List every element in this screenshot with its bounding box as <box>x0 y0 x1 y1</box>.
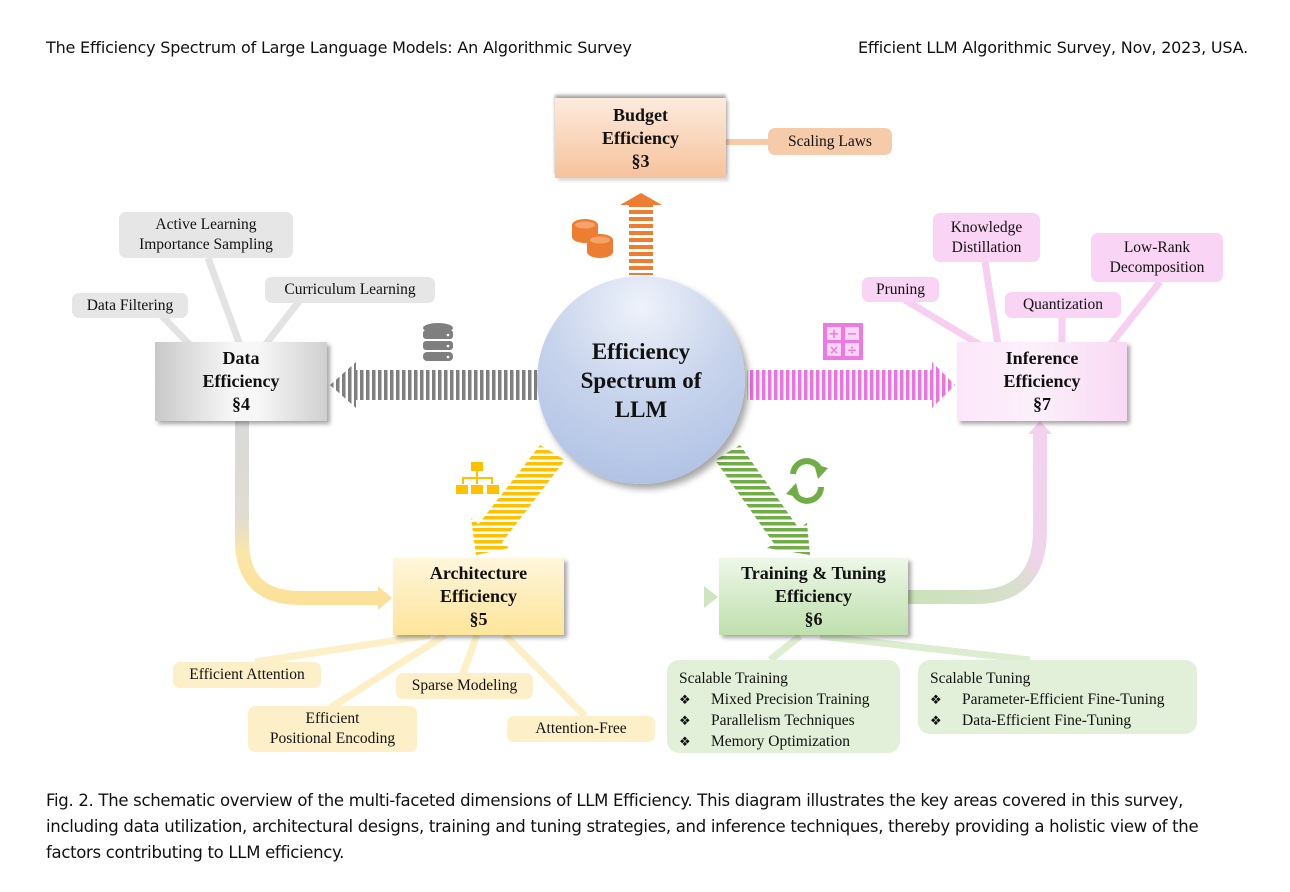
tag-label: Knowledge <box>950 218 1023 236</box>
node-section: §5 <box>469 609 488 629</box>
node-inference-efficiency[interactable]: Inference Efficiency §7 <box>957 342 1127 421</box>
tag-label: Efficient <box>305 710 360 727</box>
arrow-center-to-inference <box>747 362 955 408</box>
node-title: Efficiency <box>202 371 280 391</box>
tag-efficient-attention[interactable]: Efficient Attention <box>173 662 321 688</box>
hierarchy-icon <box>456 462 499 494</box>
tag-quantization[interactable]: Quantization <box>1005 292 1121 318</box>
node-budget-efficiency[interactable]: Budget Efficiency §3 <box>555 98 726 178</box>
tag-label: Attention-Free <box>535 720 627 737</box>
running-header-venue: Efficient LLM Algorithmic Survey, Nov, 2… <box>857 38 1248 57</box>
flow-arrowhead-training <box>704 586 718 608</box>
tag-label: Positional Encoding <box>269 730 396 747</box>
svg-text:+: + <box>829 327 840 342</box>
bullet-icon: ❖ <box>679 734 691 749</box>
node-architecture-efficiency[interactable]: Architecture Efficiency §5 <box>393 558 564 635</box>
tag-attention-free[interactable]: Attention-Free <box>507 716 655 742</box>
arrow-center-to-training <box>715 445 810 555</box>
tag-low-rank-decomposition[interactable]: Low-Rank Decomposition <box>1091 233 1223 282</box>
figure-caption: Fig. 2. The schematic overview of the mu… <box>46 791 1199 862</box>
node-title: Inference <box>1005 348 1079 368</box>
tag-curriculum-learning[interactable]: Curriculum Learning <box>265 277 435 303</box>
tag-label: Distillation <box>951 238 1022 256</box>
list-item-label: Parallelism Techniques <box>711 712 855 729</box>
node-training-tuning-efficiency[interactable]: Training & Tuning Efficiency §6 <box>719 558 908 635</box>
flow-arrow-training-to-inference <box>908 432 1047 604</box>
bullet-icon: ❖ <box>679 692 691 707</box>
node-section: §3 <box>631 150 650 171</box>
list-item[interactable]: ❖ Parallelism Techniques <box>679 710 888 731</box>
tag-scaling-laws[interactable]: Scaling Laws <box>768 128 892 155</box>
list-item-label: Mixed Precision Training <box>711 691 870 708</box>
svg-text:×: × <box>829 343 839 357</box>
tag-label: Curriculum Learning <box>284 281 416 298</box>
tag-label: Pruning <box>875 280 926 298</box>
database-icon <box>423 323 453 361</box>
tag-pruning[interactable]: Pruning <box>862 277 939 302</box>
architecture-tag-connectors <box>254 631 588 719</box>
arrow-center-to-architecture <box>471 445 565 555</box>
list-scalable-tuning: Scalable Tuning ❖ Parameter-Efficient Fin… <box>918 660 1197 734</box>
coins-icon <box>572 219 613 258</box>
calculator-icon: + − × ÷ <box>823 323 863 360</box>
tag-knowledge-distillation[interactable]: Knowledge Distillation <box>933 213 1040 262</box>
tag-label: Data Filtering <box>86 296 174 314</box>
bullet-icon: ❖ <box>930 713 942 728</box>
tag-efficient-positional-encoding[interactable]: Efficient Positional Encoding <box>248 706 417 752</box>
arrow-center-to-budget <box>620 193 662 275</box>
tag-data-filtering[interactable]: Data Filtering <box>72 293 188 318</box>
list-item[interactable]: ❖ Memory Optimization <box>679 731 888 752</box>
node-title: Efficiency <box>775 586 852 606</box>
data-tag-connectors <box>157 256 303 348</box>
tag-label: Low-Rank <box>1123 238 1191 256</box>
node-title: Efficiency <box>440 586 517 606</box>
node-title: Architecture <box>429 563 528 583</box>
tag-label: Scaling Laws <box>788 132 872 150</box>
list-item[interactable]: ❖ Parameter-Efficient Fine-Tuning <box>930 689 1185 710</box>
tag-label: Active Learning <box>155 216 257 233</box>
center-node-efficiency-spectrum[interactable]: Efficiency Spectrum of LLM <box>537 276 745 484</box>
inference-tag-connectors <box>903 261 1163 349</box>
running-header-title: The Efficiency Spectrum of Large Languag… <box>46 38 632 57</box>
list-item[interactable]: ❖ Mixed Precision Training <box>679 689 888 710</box>
node-title: Efficiency <box>602 127 679 148</box>
list-item[interactable]: ❖ Data-Efficient Fine-Tuning <box>930 710 1185 731</box>
flow-arrowhead-architecture <box>378 586 392 610</box>
tag-label: Importance Sampling <box>139 236 273 253</box>
tag-active-learning-importance-sampling[interactable]: Active Learning Importance Sampling <box>119 212 293 258</box>
center-node-line: LLM <box>614 396 668 422</box>
arrow-center-to-data <box>330 362 537 408</box>
center-node-line: Spectrum of <box>580 367 702 393</box>
flow-arrowhead-inference <box>1028 421 1052 434</box>
tag-sparse-modeling[interactable]: Sparse Modeling <box>396 673 533 699</box>
tag-label: Quantization <box>1022 296 1104 313</box>
tag-label: Efficient Attention <box>189 666 305 683</box>
bullet-icon: ❖ <box>679 713 691 728</box>
node-title: Budget <box>612 104 668 125</box>
flow-arrow-data-to-architecture <box>235 420 380 605</box>
list-item-label: Parameter-Efficient Fine-Tuning <box>962 691 1165 708</box>
list-title: Scalable Tuning <box>930 670 1031 687</box>
tag-label: Sparse Modeling <box>411 677 518 694</box>
refresh-icon <box>786 458 828 504</box>
node-title: Data <box>222 348 260 368</box>
list-title: Scalable Training <box>679 670 788 687</box>
node-section: §6 <box>804 609 823 629</box>
center-node-line: Efficiency <box>591 338 691 364</box>
node-title: Efficiency <box>1003 371 1081 391</box>
node-section: §4 <box>232 394 250 414</box>
list-item-label: Memory Optimization <box>711 733 851 750</box>
list-scalable-training: Scalable Training ❖ Mixed Precision Train… <box>667 660 900 753</box>
tag-label: Decomposition <box>1109 258 1205 276</box>
svg-text:−: − <box>847 327 858 342</box>
node-data-efficiency[interactable]: Data Efficiency §4 <box>155 342 327 421</box>
training-tag-connectors <box>767 632 1031 664</box>
node-title: Training & Tuning <box>741 563 886 583</box>
node-section: §7 <box>1033 394 1051 414</box>
bullet-icon: ❖ <box>930 692 942 707</box>
svg-text:÷: ÷ <box>847 343 857 357</box>
list-item-label: Data-Efficient Fine-Tuning <box>962 712 1132 729</box>
